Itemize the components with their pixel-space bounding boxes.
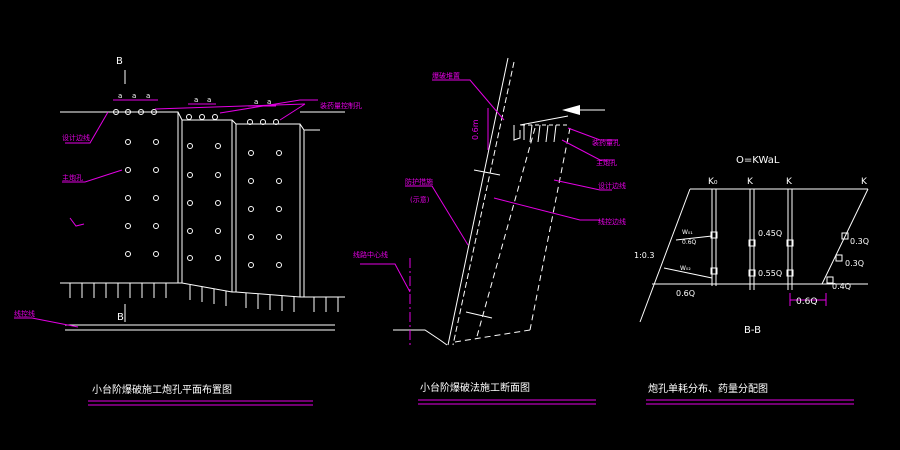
label-boundary: 线控线: [14, 309, 35, 318]
label-main-holes: 主炮孔: [62, 173, 83, 182]
label-q3: 0.45Q: [758, 229, 782, 238]
label-q5: 0.3Q: [850, 237, 869, 246]
ground-hatch: [69, 283, 339, 312]
bench-top-outline: [60, 111, 320, 131]
top-slab-teeth: [519, 115, 569, 143]
section-b-bottom-label: B: [117, 312, 124, 323]
plan-title: 小台阶爆破施工炮孔平面布置图: [92, 383, 232, 396]
distribution-title: 炮孔单耗分布、药量分配图: [648, 382, 768, 395]
direction-arrow-head: [562, 105, 580, 115]
label-slope: 1:0.3: [634, 251, 655, 260]
bench-bottom-outline: [60, 282, 345, 298]
leader-blast-mound: [432, 79, 505, 121]
label-k0: K₀: [708, 177, 718, 187]
label-q7: 0.4Q: [832, 282, 851, 291]
spacing-a-1: a: [118, 92, 122, 100]
leader-protect: [405, 185, 469, 246]
slope-line-dashed: [452, 61, 515, 346]
leader-control-line: [493, 197, 600, 221]
spacing-a-6: a: [254, 98, 258, 106]
label-q1: 0.6Q: [682, 239, 697, 246]
label-protect-sub: (示意): [410, 195, 430, 204]
leader-design-line: [65, 111, 109, 144]
leader-main-hole: [561, 139, 614, 161]
leader-loading-c: [154, 103, 306, 110]
label-k1: K: [747, 177, 754, 187]
leader-loading-b: [279, 103, 306, 121]
tick-2: [465, 311, 493, 319]
charge-marks: [710, 231, 849, 284]
label-main-hole: 主炮孔: [596, 158, 617, 167]
leader-loading-a: [219, 99, 318, 114]
leader-centerline: [360, 263, 411, 293]
label-q4: 0.55Q: [758, 269, 782, 278]
spacing-a-5: a: [207, 96, 211, 104]
spacing-a-3: a: [146, 92, 150, 100]
left-slope: [639, 188, 691, 323]
labels: K₀ K K K 1:0.3 W₀₁ W₀₂ 0.6Q 0.6Q 0.45Q 0…: [634, 177, 869, 336]
label-height: 0.6m: [471, 119, 480, 140]
charge-distribution-view: O=KWaL K₀ K K: [634, 155, 869, 405]
base-ground: [393, 329, 448, 346]
tick-1: [473, 169, 501, 176]
label-q2: 0.6Q: [676, 289, 695, 298]
formula: O=KWaL: [736, 155, 780, 166]
leader-loading-holes: [567, 127, 618, 141]
section-b-top-label: B: [116, 56, 123, 67]
top-slab-edge: [513, 125, 521, 141]
burden-line-1: [675, 235, 713, 241]
plan-view: B B a a a a a a a: [14, 56, 362, 406]
label-centerline: 线路中心线: [353, 250, 388, 259]
hole-line-right: [529, 127, 571, 331]
label-blast-mound: 爆破堆置: [432, 71, 460, 80]
label-w2: W₀₂: [680, 265, 691, 272]
perimeter-holes: [113, 109, 279, 125]
hole-line-left: [475, 127, 536, 341]
label-loading-holes: 装药量控制孔: [320, 101, 362, 110]
leader-boundary: [14, 317, 79, 328]
label-section: B-B: [744, 325, 761, 336]
right-slope: [821, 188, 869, 285]
label-k3: K: [861, 177, 868, 187]
spacing-labels: a a a a a a a: [118, 92, 271, 106]
label-design-line: 设计边线: [598, 181, 626, 190]
slope-line-solid: [447, 57, 509, 346]
label-design-line: 设计边线: [62, 133, 90, 142]
spacing-a-2: a: [132, 92, 136, 100]
label-control-line: 线控边线: [598, 217, 626, 226]
label-loading-holes: 装药量孔: [592, 138, 620, 147]
section-view: 0.6m 爆破堆置 防护措施 (示意) 线路中心线 装药量孔 主炮孔 设计边线 …: [353, 57, 626, 405]
spacing-a-4: a: [194, 96, 198, 104]
hole-bottom-line: [454, 329, 531, 343]
label-q6: 0.3Q: [845, 259, 864, 268]
label-w1: W₀₁: [682, 229, 693, 236]
leader-design-line: [553, 179, 612, 191]
main-holes-grid: [125, 139, 282, 268]
leader-main-holes: [62, 169, 123, 183]
label-k2: K: [786, 177, 793, 187]
spacing-a-7: a: [267, 98, 271, 106]
elevation-marker: [69, 217, 85, 227]
burden-line-2: [663, 267, 713, 279]
section-title: 小台阶爆破法施工断面图: [420, 381, 530, 394]
label-protect: 防护措施: [405, 177, 433, 186]
label-dim: 0.6Q: [796, 297, 817, 307]
